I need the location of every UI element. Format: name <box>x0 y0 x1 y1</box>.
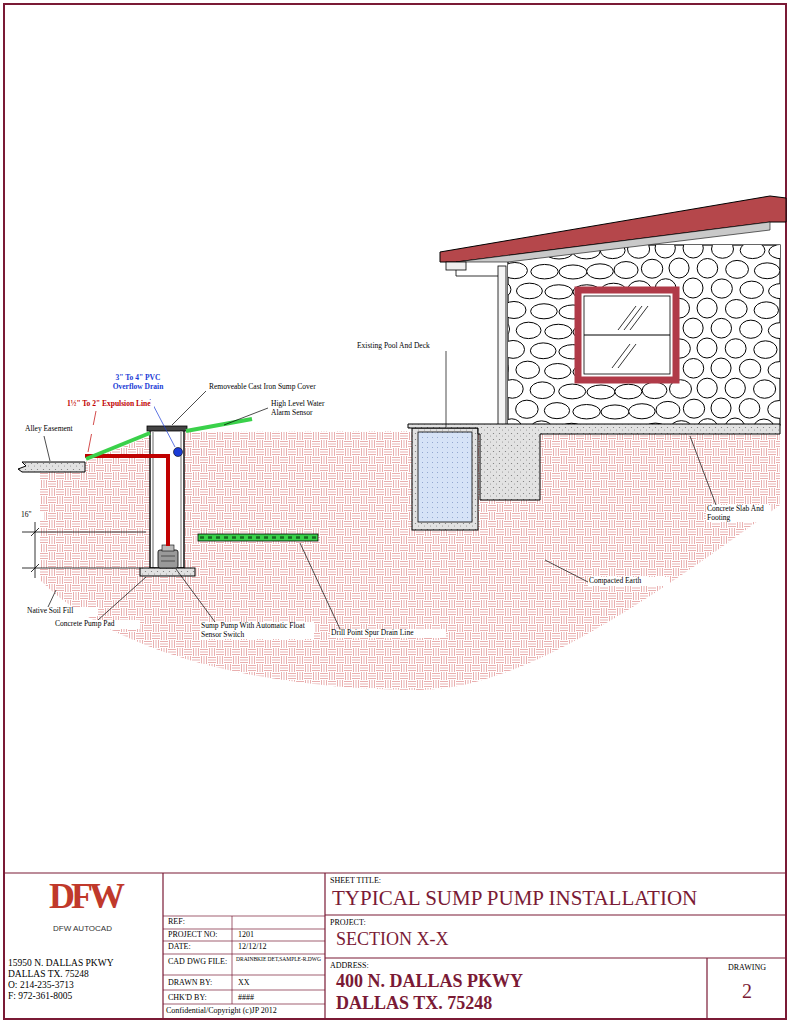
sump-pump <box>158 545 178 568</box>
concrete-slab <box>408 424 780 500</box>
dimension-label: 16" <box>20 511 44 520</box>
compacted-earth <box>40 430 780 690</box>
field-name: SHEET TITLE: <box>330 876 450 885</box>
field-value: DRAINBKIE DET,SAMPLE-R.DWG <box>236 956 323 962</box>
field-name: ADDRESS: <box>330 961 450 970</box>
drawing-number: 2 <box>712 980 782 1003</box>
slab-label: Concrete Slab And Footing <box>706 505 770 522</box>
title-block <box>4 873 786 1019</box>
field-name: PROJECT: <box>330 918 450 927</box>
company-fax: F: 972-361-8005 <box>8 991 160 1002</box>
roof <box>440 196 786 262</box>
expulsion-line-label: 1½" To 2" Expulsion Line <box>66 400 154 409</box>
field-value: XX <box>238 978 322 987</box>
copyright-note: Confidential/Copyright (c)JP 2012 <box>166 1006 324 1015</box>
downspout <box>498 266 506 426</box>
pump-label: Sump Pump With Automatic Float Sensor Sw… <box>200 622 314 639</box>
roof-soffit <box>456 222 770 262</box>
soil-label: Native Soil Fill <box>26 607 98 616</box>
gutter <box>446 262 466 270</box>
pump-pad <box>140 568 195 576</box>
field-name: DRAWING <box>712 963 782 972</box>
alley-slab <box>18 462 85 472</box>
field-value: 12/12/12 <box>238 942 322 951</box>
sump-cover-label: Removeable Cast Iron Sump Cover <box>208 383 340 392</box>
earth-label: Compacted Earth <box>588 577 670 586</box>
field-name: CHK'D BY: <box>168 993 230 1002</box>
stone-wall <box>487 238 791 439</box>
address-line: 400 N. DALLAS PKWY <box>336 971 702 992</box>
sheet-title: TYPICAL SUMP PUMP INSTALLATION <box>332 886 704 910</box>
alarm-sensor-label: High Level Water Alarm Sensor <box>270 400 336 417</box>
field-value: 1201 <box>238 930 322 939</box>
field-name: PROJECT NO: <box>168 930 230 939</box>
dimension-16 <box>22 522 146 578</box>
sheet-border <box>4 4 786 1019</box>
field-name: DATE: <box>168 942 230 951</box>
alarm-line <box>86 433 150 459</box>
field-name: CAD DWG FILE: <box>168 957 230 966</box>
field-name: DRAWN BY: <box>168 978 230 987</box>
spur-drain-line <box>198 534 318 541</box>
company-name: DFW AUTOCAD <box>20 924 145 933</box>
field-value: #### <box>238 993 322 1002</box>
overflow-drain-label: 3" To 4" PVC Overflow Drain <box>104 374 172 391</box>
leader-lines <box>44 350 716 629</box>
pool-label: Existing Pool And Deck <box>356 342 450 351</box>
pool <box>412 428 478 530</box>
logo: DFW <box>40 876 130 917</box>
company-address: 15950 N. DALLAS PKWY <box>8 958 160 969</box>
title-block-rows <box>163 916 325 1004</box>
pad-label: Concrete Pump Pad <box>54 620 140 629</box>
window <box>578 290 676 380</box>
field-name: REF: <box>168 917 230 926</box>
overflow-drain <box>174 448 183 457</box>
company-phone: O: 214-235-3713 <box>8 980 160 991</box>
drain-line-label: Drill Point Spur Drain Line <box>330 629 446 638</box>
project-name: SECTION X-X <box>336 929 696 950</box>
alarm-line <box>186 419 252 431</box>
expulsion-line <box>85 456 168 546</box>
alley-label: Alley Easement <box>24 425 96 434</box>
company-city: DALLAS TX. 75248 <box>8 969 160 980</box>
address-line: DALLAS TX. 75248 <box>336 993 702 1014</box>
